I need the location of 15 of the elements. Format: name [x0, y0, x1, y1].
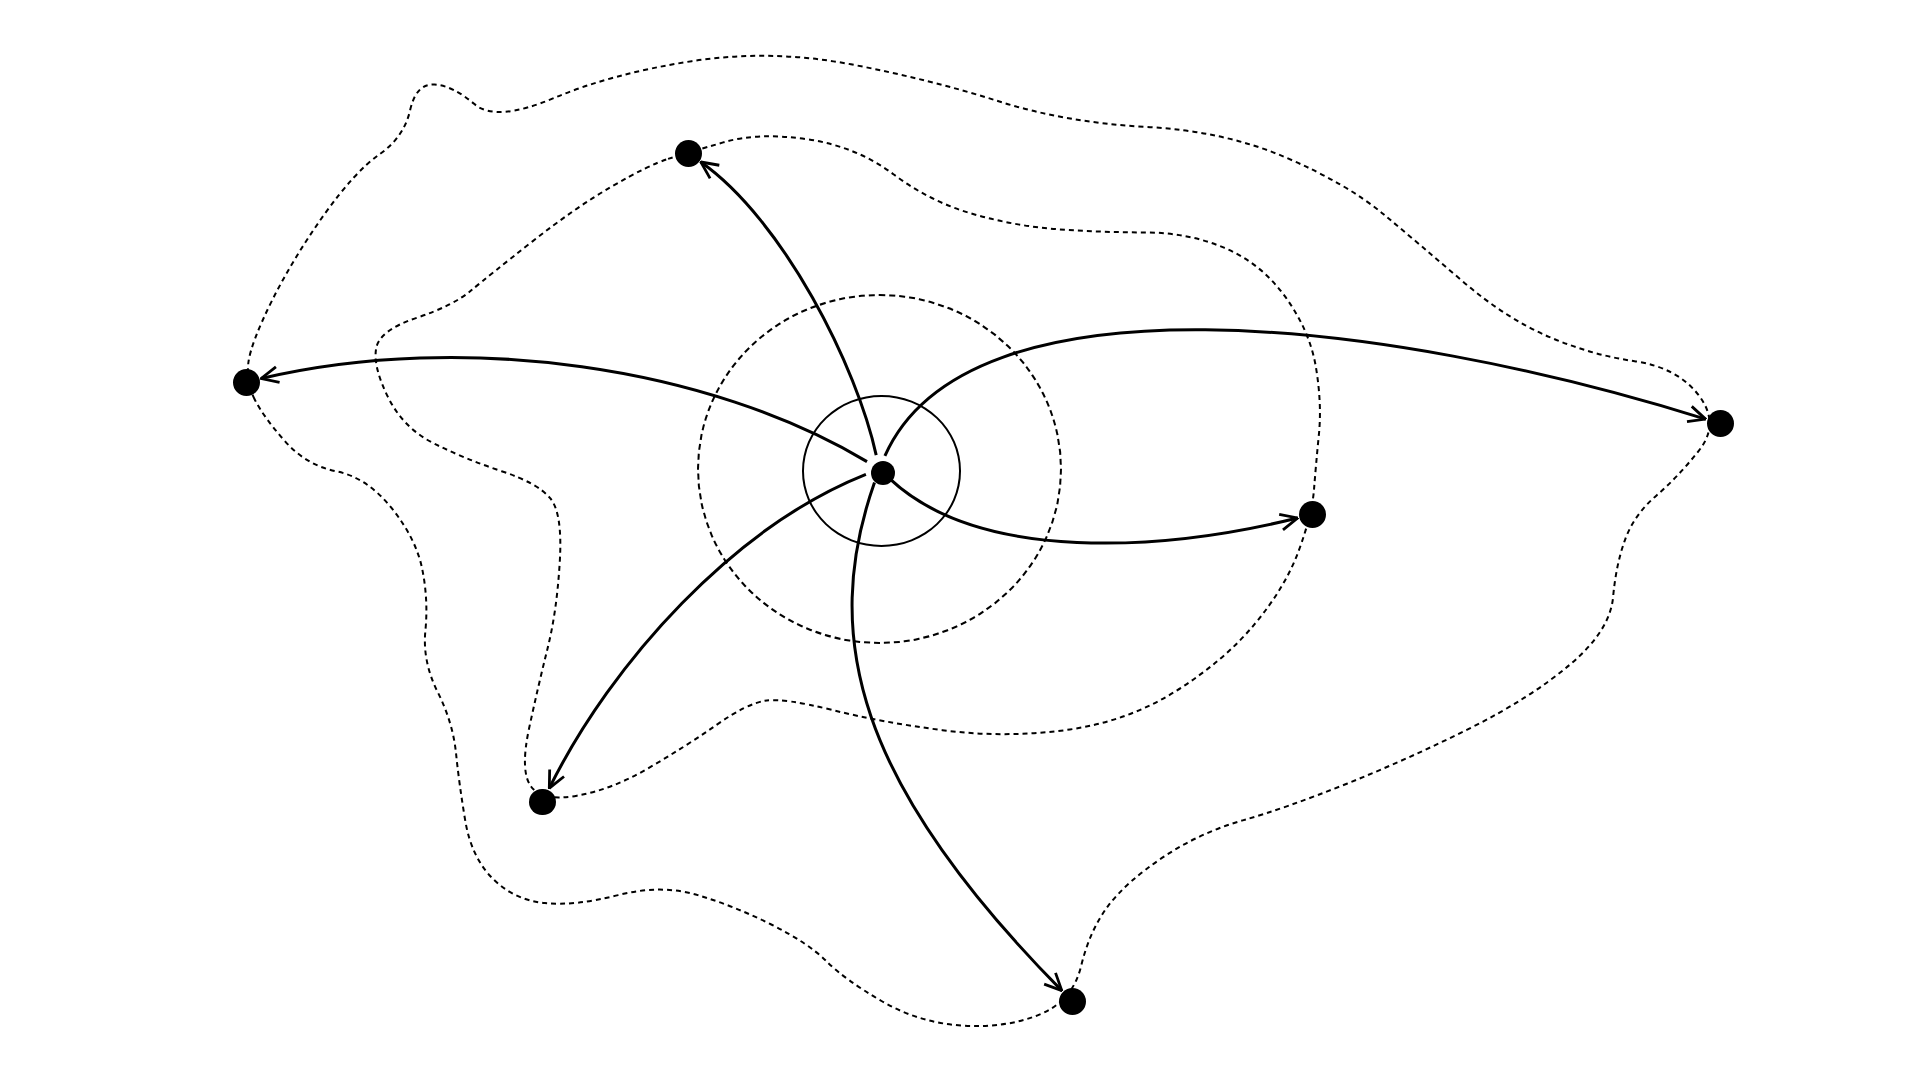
point-dot: [1059, 988, 1087, 1016]
point-dot: [1299, 500, 1327, 528]
curved-arrow: [888, 477, 1299, 545]
point-dot: [870, 460, 896, 486]
curved-arrow: [259, 356, 868, 463]
curved-arrow: [883, 328, 1707, 457]
curved-arrow: [850, 481, 1064, 992]
point-dot: [1706, 410, 1734, 438]
ring-outline: [801, 395, 961, 547]
ring-outline: [696, 293, 1062, 645]
point-dot: [674, 139, 702, 167]
point-dot: [528, 788, 556, 816]
curved-arrow: [547, 472, 867, 790]
curved-arrow: [699, 160, 878, 456]
point-dot: [232, 368, 260, 396]
